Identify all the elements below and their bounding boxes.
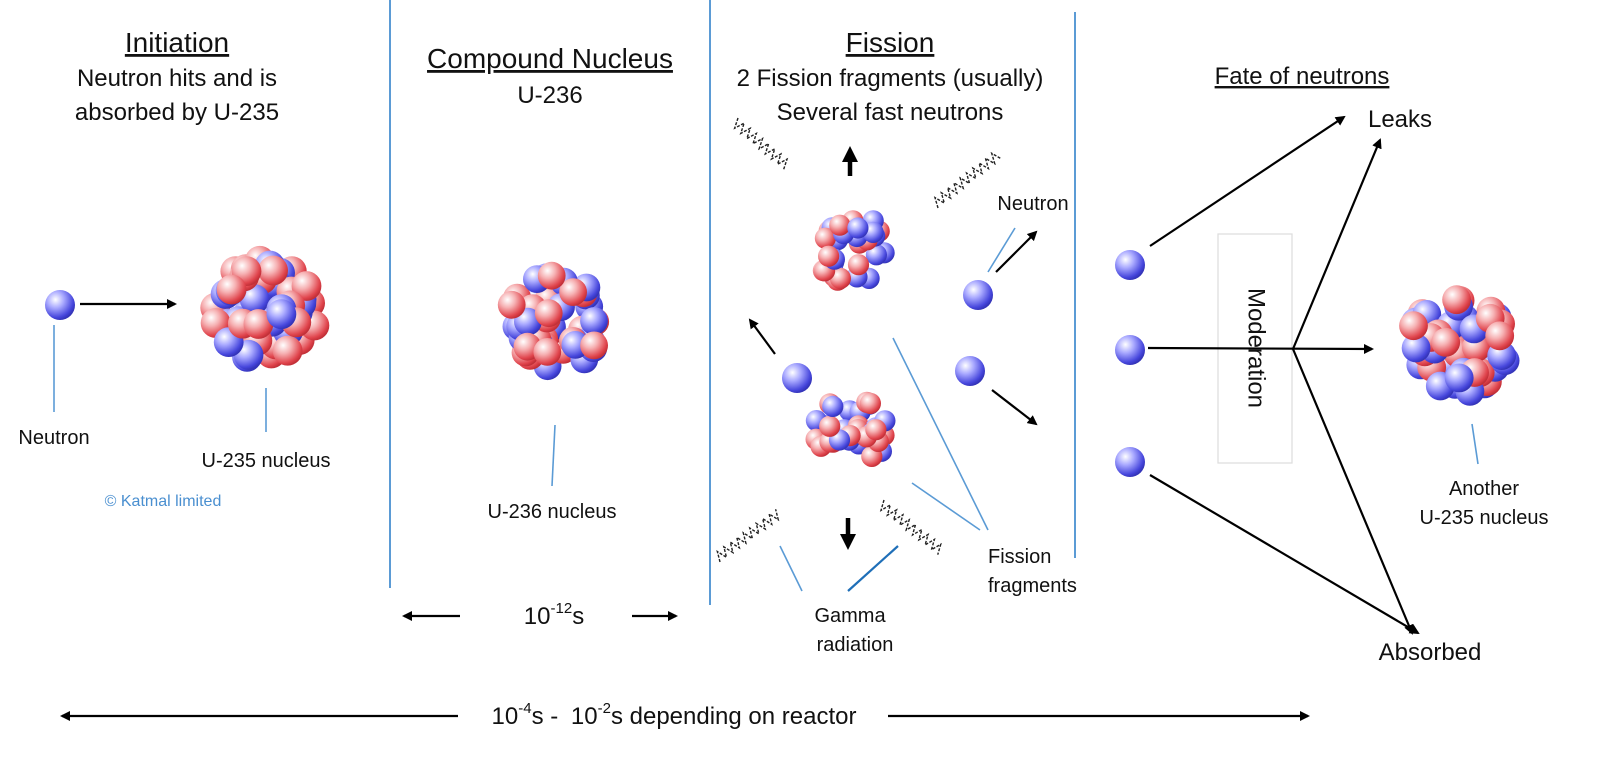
copyright-text: © Katmal limited [105,493,222,510]
neutron-particle [847,217,869,239]
u235-label: U-235 nucleus [202,450,331,472]
u235-nucleus [200,245,330,372]
proton [847,254,870,276]
u236-label: U-236 nucleus [488,501,617,523]
initiation-heading: Initiation [125,27,229,58]
gamma-label-1: Gamma [814,605,886,627]
proton [859,392,882,414]
proton [243,309,274,339]
fast-neutron-arrow [748,318,776,355]
initiation-line2: absorbed by U-235 [75,99,279,126]
neutron-particle [580,307,608,335]
leak-arrow [1149,115,1346,247]
proton [272,335,303,366]
fast-neutron [782,363,812,393]
gamma-wave [879,499,942,555]
another-label-1: Another [1449,478,1519,500]
proton [829,214,851,236]
proton [1399,311,1428,341]
proton [497,290,526,319]
fission-line2: Several fast neutrons [777,99,1004,126]
another-u235-nucleus [1399,285,1520,406]
fast-neutron [963,280,993,310]
u236-leader [551,424,556,487]
neutron-particle [822,395,844,417]
another-label-2: U-235 nucleus [1420,507,1549,529]
u236-nucleus [497,261,610,381]
absorbed-arrow [1149,474,1420,635]
proton [534,299,563,328]
proton [537,261,566,290]
incoming-neutron [45,290,75,320]
fragments-label-1: Fission [988,546,1051,568]
absorbed-label: Absorbed [1379,639,1482,666]
neutron-particle [239,284,270,314]
proton [580,331,608,360]
fate-neutron-top [1115,250,1145,280]
fragments-leader [892,337,989,531]
fission-fragment-top [812,210,895,291]
fate-heading: Fate of neutrons [1215,63,1390,90]
proton [829,267,852,289]
proton [533,338,562,366]
gamma-wave [733,117,789,170]
fast-neutron-arrow [995,230,1038,273]
another-u235-leader [1471,423,1479,465]
gamma-leader [779,545,803,592]
proton [1485,321,1515,351]
fate-neutron-bottom [1115,447,1145,477]
moderated-neutron-arrow [1147,343,1374,354]
gamma-wave [716,509,780,563]
compound-subtitle: U-236 [517,82,582,109]
proton [1442,285,1471,315]
initiation-neutron-label: Neutron [18,427,89,449]
timeline-label: 10-4s - 10-2s depending on reactor [492,700,857,730]
moderated-leak-arrow [1291,138,1382,350]
fission-line1: 2 Fission fragments (usually) [737,65,1044,92]
compound-heading: Compound Nucleus [427,43,673,74]
proton [559,278,587,306]
compound-time: 10-12s [524,600,584,630]
fission-fragment-bottom [805,391,896,467]
gamma-wave [933,151,1002,209]
proton [1431,327,1461,357]
fragments-leader [911,482,981,531]
initiation-line1: Neutron hits and is [77,65,277,92]
proton [258,255,288,286]
proton [814,227,837,249]
neutron-particle [266,299,297,330]
neutron-leader [987,227,1016,273]
proton [819,415,841,437]
fast-neutron [955,356,985,386]
leaks-label: Leaks [1368,106,1432,133]
fate-neutron-middle [1115,335,1145,365]
proton [865,419,887,441]
neutron-particle [1401,333,1431,363]
fission-heading: Fission [846,27,935,58]
fast-neutron-arrow [991,389,1038,426]
moderated-absorbed-arrow [1291,348,1414,635]
neutron-particle [1444,363,1474,393]
proton [818,245,840,267]
gamma-leader [847,545,899,592]
fragments-label-2: fragments [988,575,1077,597]
fission-neutron-label: Neutron [997,193,1068,215]
gamma-label-2: radiation [817,634,894,656]
proton [216,274,247,305]
